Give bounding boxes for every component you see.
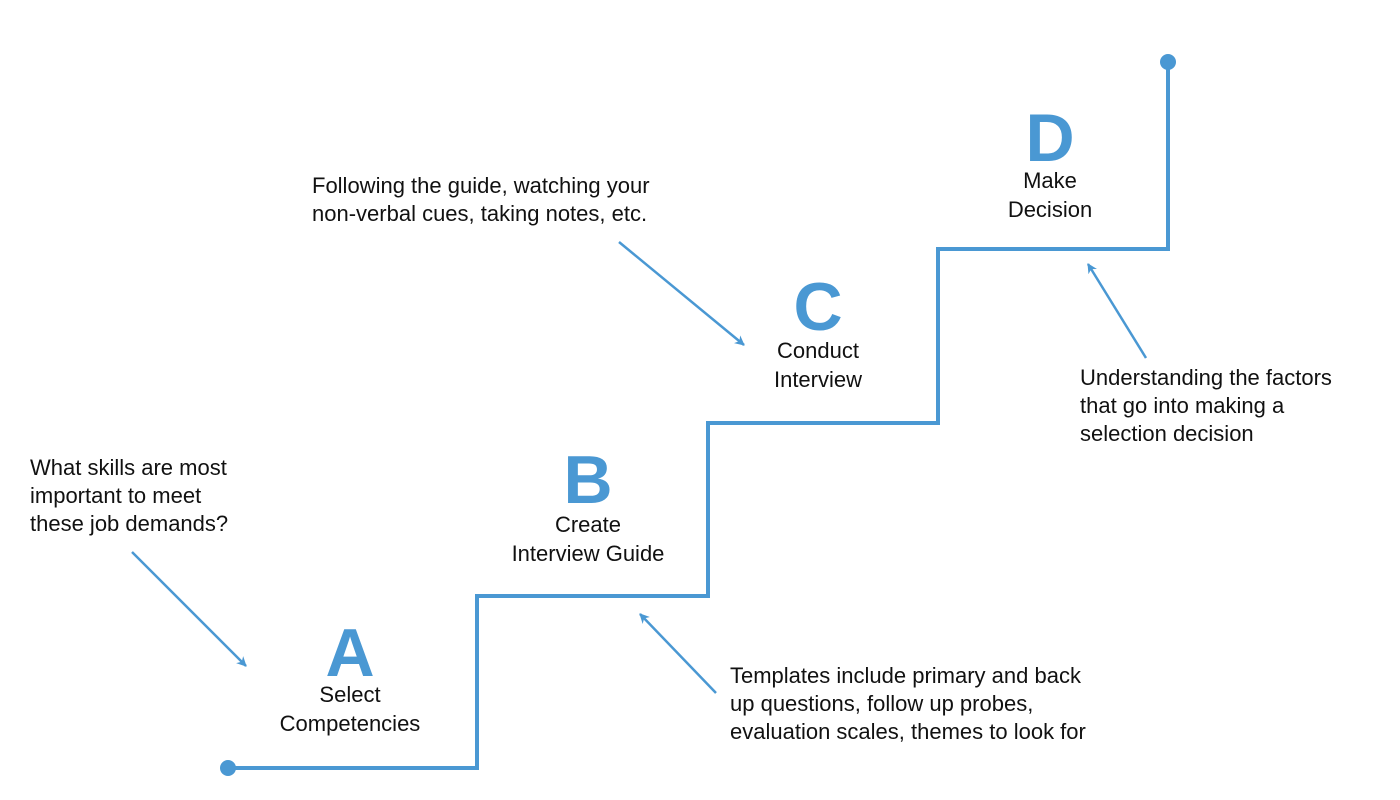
staircase-line	[228, 62, 1170, 770]
step-b-label: Create Interview Guide	[511, 512, 665, 566]
note-create-interview-guide: Templates include primary and back up qu…	[730, 663, 1086, 744]
step-a-letter: A	[325, 615, 375, 691]
step-d-label: Make Decision	[1007, 168, 1093, 222]
arrow-note-c	[618, 241, 745, 346]
step-c-letter: C	[793, 269, 843, 345]
step-c-label: Conduct Interview	[773, 338, 863, 392]
note-make-decision: Understanding the factors that go into m…	[1080, 365, 1332, 446]
step-a-label: Select Competencies	[279, 682, 421, 736]
step-d-letter: D	[1025, 100, 1075, 176]
note-conduct-interview: Following the guide, watching your non-v…	[312, 173, 650, 226]
arrow-note-b	[639, 613, 717, 694]
staircase-start-dot	[220, 760, 236, 776]
step-b-letter: B	[563, 442, 613, 518]
arrow-note-a	[131, 551, 247, 667]
note-select-competencies: What skills are most important to meet t…	[30, 455, 229, 536]
staircase-end-dot	[1160, 54, 1176, 70]
arrow-note-d	[1086, 263, 1148, 359]
